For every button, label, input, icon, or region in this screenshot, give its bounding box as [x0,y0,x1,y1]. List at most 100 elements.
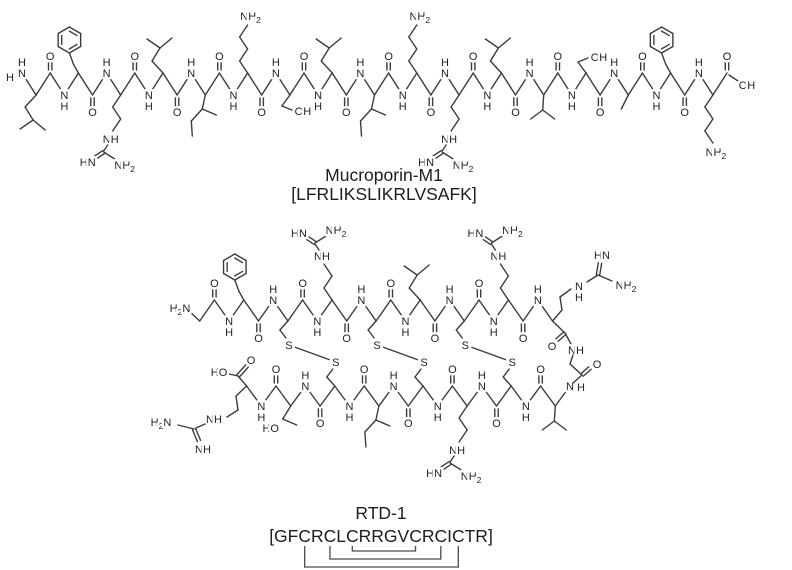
bond [21,72,37,96]
atom-label: H [610,57,618,69]
bond [331,299,348,322]
atom-label: H [575,292,583,304]
bond [287,299,304,322]
bond [238,366,249,378]
bond [282,418,298,426]
bond [93,149,104,158]
bond [316,299,333,322]
atom-label: N [399,90,407,102]
atom-label: O [536,364,545,376]
benzene-ring [222,272,236,281]
atom-label: O [596,107,605,119]
bond [559,296,563,311]
bond [63,72,80,96]
atom-label: N [313,316,321,328]
bond [480,237,492,246]
bond [102,144,109,152]
atom-label: H [522,412,530,424]
bond [190,108,204,122]
bond [416,72,432,96]
bond [201,94,207,110]
bond [530,109,544,120]
atom-label: HN [467,228,483,240]
atom-label: N [314,90,322,102]
atom-label: H [653,101,661,113]
bond [72,63,80,74]
atom-label: O [342,333,351,345]
atom-label: H [257,412,265,424]
atom-label: N [446,295,454,307]
atom-label: N [187,68,195,80]
bond [499,263,510,277]
atom-label: H [534,284,542,296]
bond [641,72,658,96]
bond [238,60,249,74]
bond [495,385,512,407]
atom-label: S [509,357,516,369]
atom-label: N [490,316,498,328]
atom-label: H [187,57,195,69]
atom-label: N [272,68,280,80]
bond [246,72,263,96]
bond [364,419,377,433]
bond [261,72,277,96]
bond [275,72,291,96]
bond [463,299,480,322]
benzene-ring [660,30,670,37]
bond [571,72,587,96]
atom-label: O [360,364,369,376]
bond [557,72,573,96]
bond [597,274,613,282]
atom-label: N [269,295,277,307]
atom-label: NH [568,345,584,357]
bond [458,417,468,431]
atom-label: NH2 [453,160,474,174]
bond [472,72,488,96]
bond [660,52,667,65]
bond [489,47,500,62]
atom-label: H [314,101,322,113]
atom-label: H [313,327,321,339]
disulfide-bond [294,346,330,361]
atom-label: NH2 [409,11,430,25]
bond [613,72,629,96]
bond [226,409,239,418]
atom-label: O [131,51,140,63]
atom-label: O [593,359,602,371]
atom-label: HO [262,423,279,435]
atom-label: N [434,401,442,413]
bond [360,299,377,322]
bond [537,299,554,322]
bond [490,235,504,244]
atom-label: HN [594,250,610,262]
bond [499,275,510,289]
bond [582,368,592,377]
atom-label: N [346,401,354,413]
bond [334,385,351,407]
bond [359,108,373,122]
bond [434,299,451,322]
bond [392,385,409,407]
atom-label: O [448,364,457,376]
bond [402,72,418,96]
bond [238,48,249,62]
benzene-ring [234,272,247,281]
bond [553,420,567,431]
bond [348,385,365,407]
bond [669,72,686,96]
atom-label: HN [291,228,307,240]
bond [49,72,66,96]
atom-label: N [534,295,542,307]
bond [478,299,495,322]
atom-label: H [478,370,486,382]
bond [441,144,447,152]
bond [490,243,497,251]
atom-label: S [462,340,469,352]
bond [510,385,527,407]
atom-label: H2N [151,417,172,431]
bond [455,329,463,339]
bond [315,38,330,49]
atom-label: S [373,340,380,352]
